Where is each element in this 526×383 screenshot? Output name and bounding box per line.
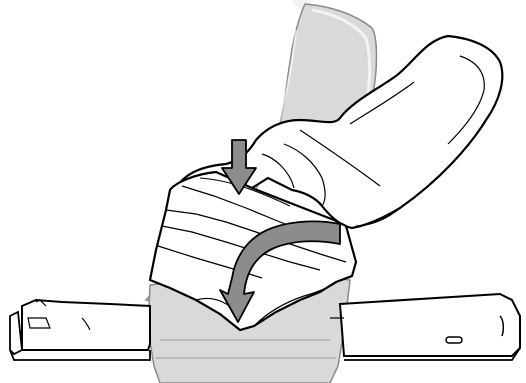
illustration-stage [0,0,526,383]
handle-attach-diagram [0,0,526,383]
